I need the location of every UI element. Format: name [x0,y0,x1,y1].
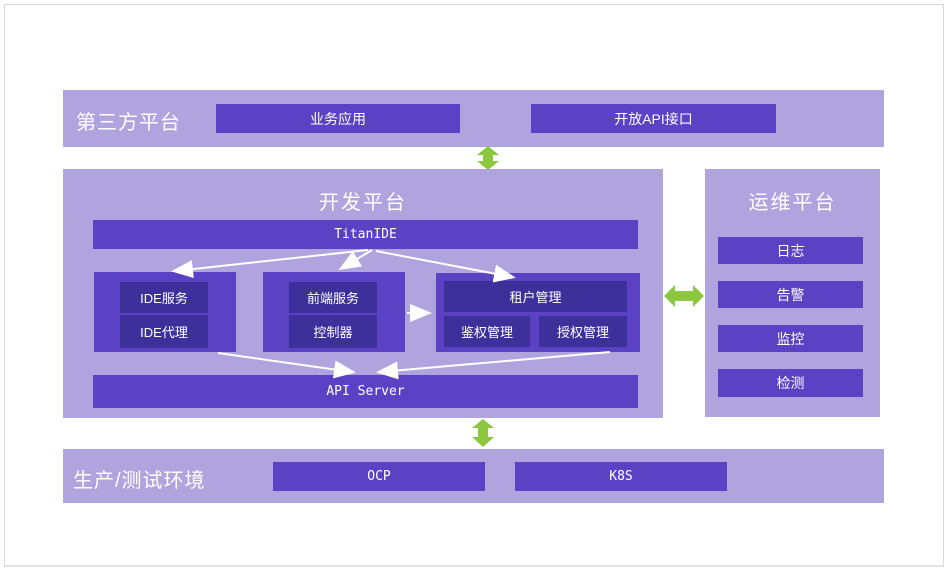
alerts-box: 告警 [718,281,863,308]
open-api-box: 开放API接口 [531,104,776,133]
prod-test-band-label: 生产/测试环境 [73,470,206,492]
tenant-management-box: 租户管理 [444,281,627,312]
api-server-bar: API Server [93,375,638,408]
ide-service-box: IDE服务 [120,282,208,313]
ocp-box: OCP [273,462,485,491]
ops-platform-band: 运维平台 日志 告警 监控 检测 [705,169,880,417]
titanide-bar: TitanIDE [93,220,638,249]
ide-group: IDE服务 IDE代理 [94,272,236,352]
k8s-box: K8S [515,462,727,491]
frontend-group: 前端服务 控制器 [263,272,405,352]
dev-platform-band: 开发平台 TitanIDE IDE服务 IDE代理 前端服务 控制器 租户管理 … [63,169,663,418]
ops-platform-title: 运维平台 [748,192,837,214]
prod-test-band: 生产/测试环境 OCP K8S [63,449,884,503]
authorization-management-box: 授权管理 [539,316,627,347]
dev-platform-title: 开发平台 [319,192,407,214]
ide-proxy-box: IDE代理 [120,315,208,348]
detection-box: 检测 [718,369,863,397]
business-app-box: 业务应用 [216,104,460,133]
frontend-service-box: 前端服务 [289,282,377,313]
third-party-band-label: 第三方平台 [76,112,181,134]
third-party-band: 第三方平台 业务应用 开放API接口 [63,90,884,147]
monitoring-box: 监控 [718,325,863,352]
controller-box: 控制器 [289,315,377,348]
tenant-group: 租户管理 鉴权管理 授权管理 [436,273,640,352]
authentication-management-box: 鉴权管理 [444,316,530,347]
logs-box: 日志 [718,237,863,264]
